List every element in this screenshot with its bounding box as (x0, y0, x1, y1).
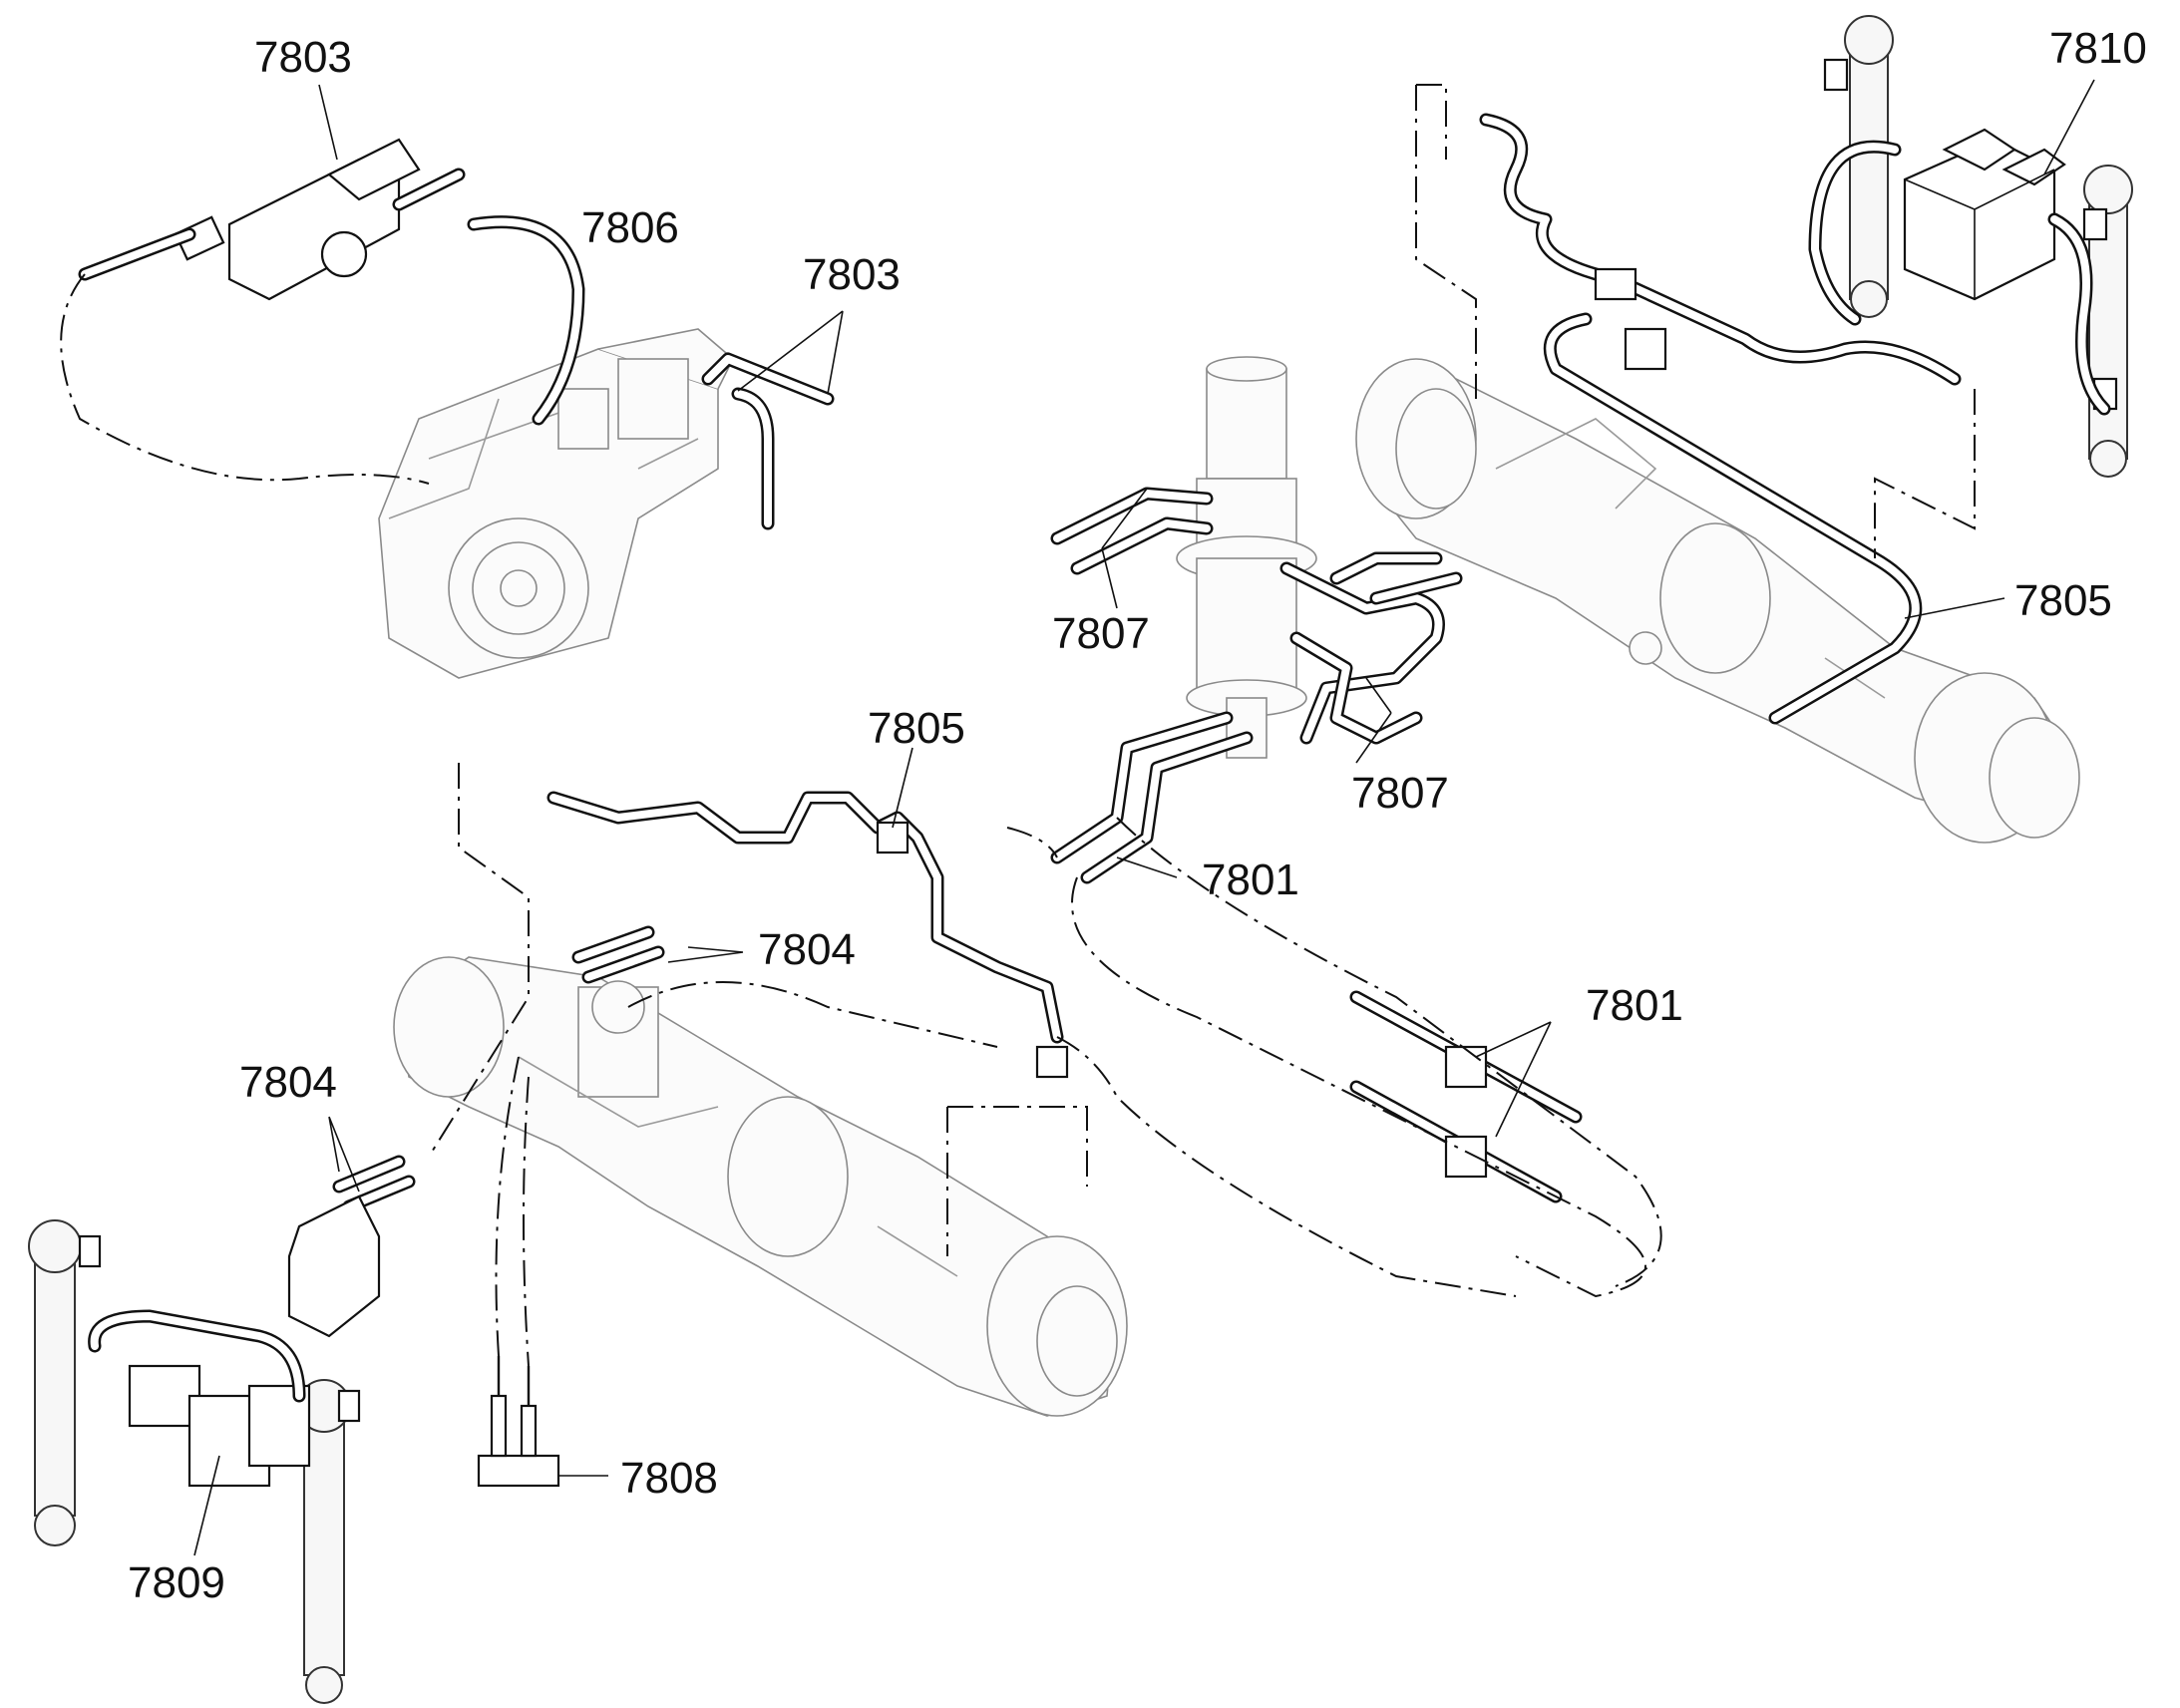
connectors-7801 (1349, 990, 1583, 1203)
label-7808: 7808 (620, 1454, 718, 1503)
label-7801-right: 7801 (1586, 981, 1683, 1030)
hoses-7807 (1050, 487, 1463, 745)
label-7805-middle: 7805 (868, 704, 965, 753)
label-7810: 7810 (2049, 24, 2147, 73)
tube-7805-middle (546, 791, 1069, 1079)
valve-7809 (88, 1309, 311, 1488)
hose-7803-right (701, 352, 835, 530)
rear-axle (1355, 358, 2080, 844)
front-axle (393, 956, 1128, 1417)
transmission-unit (378, 328, 734, 679)
hoses-7801-center (1050, 711, 1254, 884)
valve-7810 (1808, 128, 2111, 416)
tube-7805-upper (1479, 113, 1962, 725)
part-labels: 7803 7806 7803 7810 7807 7805 7807 7805 … (128, 24, 2147, 1607)
label-7806: 7806 (581, 203, 679, 252)
label-7804-center: 7804 (758, 925, 856, 974)
label-7807-left: 7807 (1052, 609, 1150, 658)
valve-7803-upper (78, 138, 466, 301)
connection-lines (60, 84, 1976, 1367)
leader-lines (193, 79, 2095, 1556)
label-7803-right: 7803 (803, 250, 901, 299)
rear-steering-cylinders (1823, 15, 2133, 478)
center-swivel (1176, 356, 1317, 759)
fitting-7808 (477, 1356, 560, 1488)
fittings-7804 (287, 925, 665, 1338)
label-7804-left: 7804 (239, 1058, 337, 1107)
label-7807-right: 7807 (1351, 769, 1449, 818)
label-7805-upper: 7805 (2014, 576, 2112, 625)
label-7801-center: 7801 (1202, 855, 1299, 904)
front-steering-cylinders (28, 1219, 361, 1704)
label-7803-upper: 7803 (254, 33, 352, 82)
label-7809: 7809 (128, 1558, 225, 1607)
